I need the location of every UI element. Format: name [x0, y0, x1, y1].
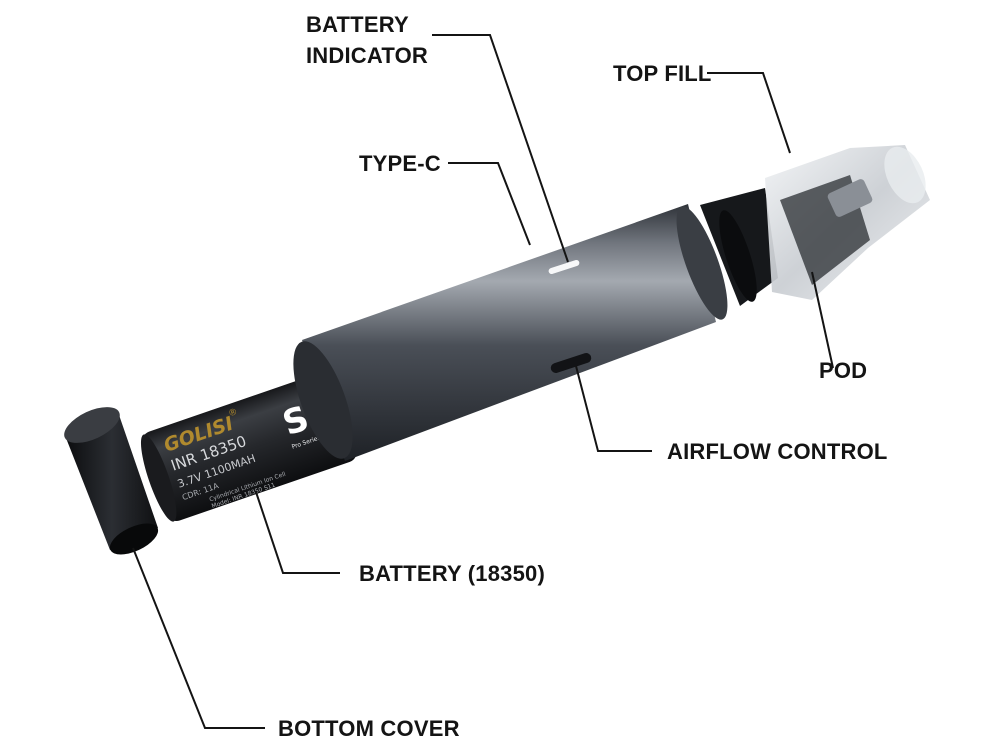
- battery-indicator-label-line2: INDICATOR: [306, 43, 428, 68]
- battery-leader: [255, 491, 340, 574]
- battery-indicator-leader: [432, 34, 569, 263]
- main-tube-part: [293, 204, 728, 461]
- top-fill-leader: [707, 72, 791, 154]
- airflow-control-leader: [575, 365, 652, 452]
- battery-label: BATTERY (18350): [359, 561, 545, 586]
- battery-indicator-light: [548, 259, 580, 275]
- battery-cell-part: GOLISI ® INR 18350 3.7V 1100MAH CDR: 11A…: [140, 372, 357, 522]
- battery-indicator-label: BATTERY: [306, 12, 409, 37]
- pod-leader: [811, 271, 834, 369]
- type-c-leader: [448, 162, 531, 246]
- airflow-control-slot: [550, 353, 592, 373]
- bottom-cover-leader: [132, 547, 265, 729]
- airflow-control-label: AIRFLOW CONTROL: [667, 439, 888, 464]
- type-c-label: TYPE-C: [359, 151, 441, 176]
- pod-label: POD: [819, 358, 867, 383]
- bottom-cover-label: BOTTOM COVER: [278, 716, 460, 741]
- battery-registered-mark: ®: [227, 407, 239, 419]
- top-fill-label: TOP FILL: [613, 61, 712, 86]
- pod-part: [700, 145, 930, 306]
- bottom-cover-part: [64, 407, 159, 555]
